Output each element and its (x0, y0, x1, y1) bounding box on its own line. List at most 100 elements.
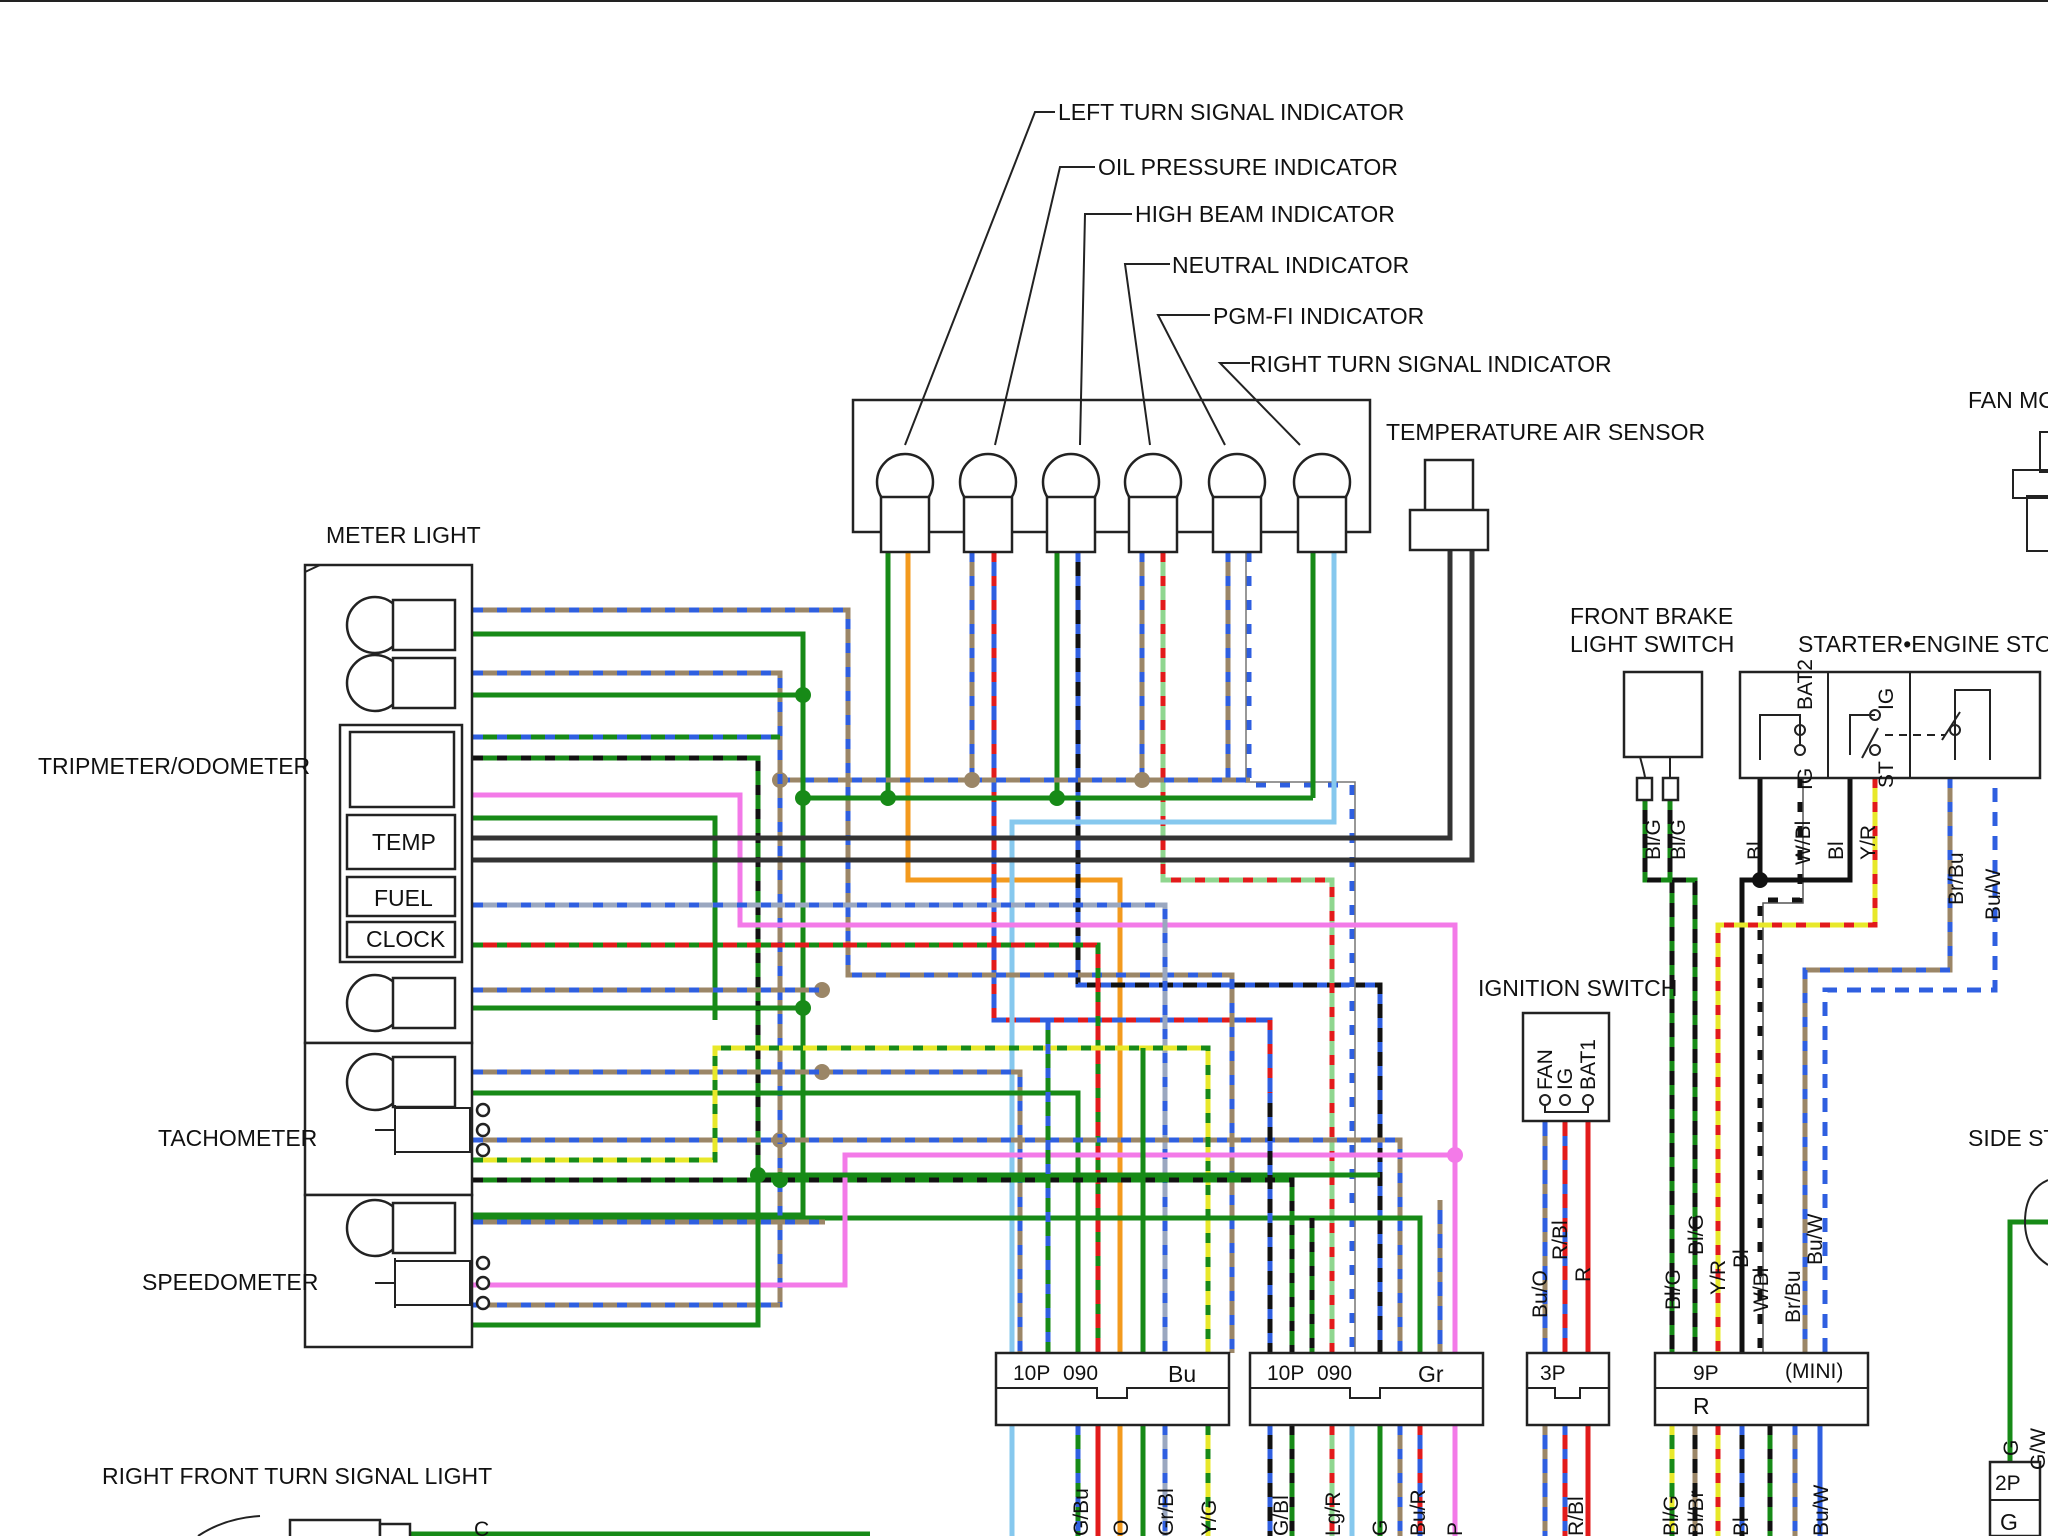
connector-c3-pins: 3P (1540, 1362, 1566, 1385)
wire-label-st-wbl: W/Bl (1792, 821, 1815, 865)
wire-label-b-bl: Bl (1730, 1517, 1753, 1536)
wire-label-h-blg1: Bl/G (1662, 1269, 1685, 1310)
starter-engine-stop-switch (1738, 670, 2042, 780)
wire-label-brake-1: Bl/G (1642, 819, 1665, 860)
wire-label-b-buw: Bu/W (1810, 1484, 1833, 1536)
wire-label-ign-buo: Bu/O (1529, 1270, 1552, 1318)
node-brbu-2 (964, 772, 980, 788)
tripmeter-label: TRIPMETER/ODOMETER (38, 753, 310, 779)
wire-brake-2-stripe (1667, 800, 1698, 1353)
ignition-switch-label: IGNITION SWITCH (1478, 975, 1677, 1001)
wire-label-b-rbl: R/Bl (1565, 1496, 1588, 1536)
wire-label-st-brbu: Br/Bu (1945, 852, 1968, 905)
right-turn-indicator-label: RIGHT TURN SIGNAL INDICATOR (1250, 351, 1612, 377)
wire-tm-sensor1 (473, 550, 1453, 841)
wire-tm3 (473, 792, 1458, 1155)
connector-c4-color: R (1693, 1393, 1710, 1419)
wire-label-b-lgr: Lg/R (1322, 1492, 1345, 1536)
st-terminal-st: ST (1875, 761, 1898, 788)
wire-st-wbl-o (1762, 778, 1804, 1353)
connector-c5 (1988, 1460, 2042, 1536)
right-front-turn-light (197, 1515, 412, 1536)
speedometer-label: SPEEDOMETER (142, 1269, 318, 1295)
indicator-panel (851, 398, 1372, 554)
wire-label-b-grbl: Gr/Bl (1155, 1488, 1178, 1536)
connector-c2-code: 090 (1317, 1362, 1352, 1385)
wire-label-st-bl1: Bl (1744, 841, 1767, 860)
meter-terminal-1-3 (475, 1142, 491, 1158)
wire-label-b-yg: Y/G (1198, 1500, 1221, 1536)
node-g-2 (795, 790, 811, 806)
wire-label-ign-r: R (1572, 1267, 1595, 1282)
clock-label: CLOCK (366, 926, 446, 952)
ign-terminal-ig: IG (1554, 1068, 1577, 1090)
connector-c2 (1248, 1351, 1485, 1427)
wire-label-b-g: G (1369, 1520, 1392, 1536)
indicator-socket-2 (962, 495, 1014, 554)
meter-terminal-1-1 (475, 1102, 491, 1118)
ign-terminal-fan: FAN (1534, 1049, 1557, 1090)
meter-socket-3 (391, 976, 457, 1030)
wire-label-h-wbl: W/Bl (1750, 1268, 1773, 1312)
front-brake-label-line2: LIGHT SWITCH (1570, 631, 1734, 657)
node-g-6 (750, 1167, 766, 1183)
wire-label-st-buw: Bu/W (1982, 868, 2005, 920)
wire-label-b-gbu: G/Bu (1070, 1488, 1093, 1536)
meter-socket-5 (391, 1201, 457, 1255)
connector-c2-pins: 10P (1267, 1362, 1304, 1385)
connector-c1-code: 090 (1063, 1362, 1098, 1385)
connector-c4 (1653, 1351, 1870, 1427)
wire-st-buw-stripe (1822, 778, 1998, 1353)
meter-cluster (303, 563, 491, 1349)
meter-socket-2 (391, 656, 457, 710)
fan-motor (2012, 431, 2048, 552)
wire-label-h-brbu: Br/Bu (1782, 1270, 1805, 1323)
wire-tach5-stripe (473, 1177, 1295, 1353)
wire-label-h-blg2: Bl/G (1685, 1214, 1708, 1255)
wires-layer (410, 550, 2048, 1536)
wire-label-brake-2: Bl/G (1667, 819, 1690, 860)
meter-light-label: METER LIGHT (326, 522, 481, 548)
connector-c2-color: Gr (1418, 1361, 1444, 1387)
wire-label-st-bl2: Bl (1825, 841, 1848, 860)
wire-label-ign-rbl: R/Bl (1549, 1220, 1572, 1260)
wire-tach3 (473, 1137, 1403, 1353)
wire-rt-lb (1009, 552, 1337, 1353)
meter-socket-1 (391, 598, 457, 652)
wire-tach1 (473, 1069, 1023, 1353)
wire-st-yr-stripe (1715, 778, 1878, 1353)
node-bl (1752, 872, 1768, 888)
temp-air-sensor (1408, 458, 1490, 552)
indicator-leaders (904, 111, 1301, 446)
wire-oil-bu-stripe (991, 552, 1273, 1353)
ignition-switch (1521, 1011, 1611, 1123)
meter-sensor-2 (375, 1258, 471, 1308)
wire-speedo4 (473, 1172, 1380, 1328)
neutral-indicator-label: NEUTRAL INDICATOR (1172, 252, 1409, 278)
connector-c1 (994, 1351, 1231, 1427)
wire-label-b-g2: G (2000, 1440, 2023, 1456)
wire-label-h-bl: Bl (1730, 1249, 1753, 1268)
wire-tm5-stripe (473, 902, 1168, 1353)
wire-st-wbl-stripe (1757, 778, 1803, 1353)
side-stand-switch (2023, 1179, 2048, 1266)
connector-c3 (1525, 1351, 1611, 1427)
wire-label-st-yr: Y/R (1857, 825, 1880, 860)
indicator-socket-3 (1045, 495, 1097, 554)
wire-tach2 (473, 1090, 1081, 1353)
wire-label-b-blg: Bl/G (1660, 1495, 1683, 1536)
connector-c1-pins: 10P (1013, 1362, 1050, 1385)
wire-brake-1-stripe (1642, 800, 1675, 1353)
wire-ml1-stripe (473, 670, 783, 1308)
wire-label-b-gw: G/W (2027, 1428, 2048, 1470)
wire-label-b-o: O (1110, 1520, 1133, 1536)
indicator-socket-4 (1127, 495, 1179, 554)
temp-air-sensor-label: TEMPERATURE AIR SENSOR (1386, 419, 1705, 445)
temp-label: TEMP (372, 829, 436, 855)
connector-c4-pins: 9P (1693, 1362, 1719, 1385)
node-g-7 (772, 1172, 788, 1188)
wire-tm-sensor2 (473, 550, 1475, 863)
wire-pgm-wbu (1246, 552, 1355, 1353)
connector-c1-color: Bu (1168, 1361, 1196, 1387)
